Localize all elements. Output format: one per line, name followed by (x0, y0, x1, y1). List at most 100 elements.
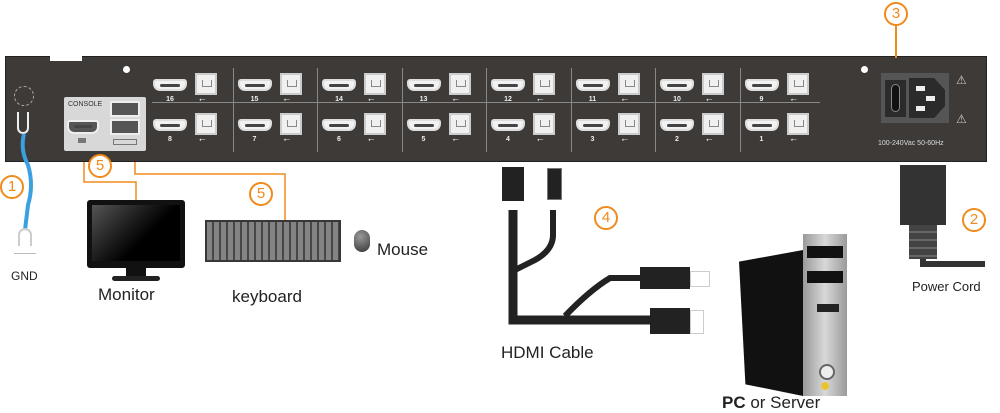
port-group-divider (655, 68, 656, 152)
hdmi-port (237, 119, 272, 131)
port-number: 11 (588, 96, 597, 103)
keyboard-mouse-symbol-icon (113, 139, 137, 145)
monitor-stand (126, 268, 146, 276)
power-switch[interactable] (885, 80, 906, 117)
usb-b-port (533, 113, 555, 135)
power-inlet-module (881, 73, 949, 123)
port-pair-13: 13 ⭠ (404, 70, 488, 106)
port-pair-10: 10 ⭠ (657, 70, 741, 106)
hdmi-port (406, 79, 441, 91)
usb-b-port (195, 73, 217, 95)
mount-hole-right (861, 66, 868, 73)
ground-terminal-icon (17, 112, 29, 134)
keyboard-label: keyboard (232, 287, 302, 306)
port-pair-12: 12⭠ (488, 70, 572, 106)
callout-1: 1 (0, 175, 24, 199)
port-number: 3 (590, 136, 595, 143)
port-number: 16 (166, 96, 174, 103)
usb-symbol-icon: ⭠ (283, 135, 290, 144)
mount-hole-left (123, 66, 130, 73)
pc-label: PC (722, 393, 746, 412)
keyboard-callout-line (134, 162, 286, 220)
power-cord-plug-icon (900, 165, 946, 225)
port-number: 4 (506, 136, 510, 143)
monitor-label: Monitor (98, 285, 155, 304)
port-pair-7: 7⭠ (235, 110, 319, 146)
hdmi-port (237, 79, 272, 91)
port-pair-6: 6⭠ (319, 110, 403, 146)
monitor-icon (87, 200, 185, 268)
ground-screw-icon (14, 86, 34, 106)
power-rating-text: 100-240Vac 50-60Hz (878, 140, 944, 147)
console-port-area: CONSOLE (64, 97, 146, 151)
port-pair-16: 16⭠ (150, 70, 234, 106)
usb-b-port (279, 113, 302, 135)
port-number: 8 (168, 136, 172, 143)
usb-symbol-icon: ⭠ (790, 135, 797, 144)
mouse-icon (354, 230, 370, 252)
hdmi-port (575, 119, 610, 131)
port-pair-8: 8⭠ (150, 110, 234, 146)
usb-symbol-icon: ⭠ (537, 135, 544, 144)
usb-symbol-icon: ⭠ (452, 135, 459, 144)
panel-top-notch (50, 56, 82, 61)
usb-symbol-icon: ⭠ (199, 135, 206, 144)
usb-b-port (533, 73, 555, 95)
hdmi-connector-right (650, 308, 690, 334)
hdmi-port (660, 79, 694, 91)
gnd-label: GND (11, 269, 38, 283)
keyboard-icon (205, 220, 341, 262)
port-number: 10 (673, 96, 681, 103)
kvm-rear-panel (5, 56, 987, 162)
usb-b-port (448, 73, 471, 95)
usb-plug-tip (690, 271, 710, 287)
usb-symbol-icon: ⭠ (621, 95, 628, 104)
mouse-label: Mouse (377, 240, 429, 259)
port-row-divider (152, 102, 820, 103)
port-number: 7 (252, 136, 257, 143)
port-number: 12 (504, 96, 512, 103)
port-number: 13 (419, 96, 428, 103)
console-label: CONSOLE (68, 101, 103, 108)
usb-b-port (195, 113, 217, 135)
usb-b-port (617, 73, 640, 95)
port-group-divider (401, 68, 403, 152)
hdmi-port (660, 119, 694, 131)
ground-wire (20, 133, 33, 231)
hdmi-port (153, 119, 187, 131)
hdmi-connector-top (502, 167, 524, 201)
warning-icon-1: ⚠ (956, 73, 967, 87)
power-cord-label: Power Cord (912, 279, 981, 294)
port-group-divider (570, 68, 572, 152)
port-pair-11: 11 ⭠ (573, 70, 657, 106)
port-number: 14 (335, 96, 343, 103)
console-hdmi-port (67, 120, 99, 134)
hdmi-plug-tip (690, 310, 704, 334)
port-pair-15: 15⭠ (235, 70, 319, 106)
console-usb-port-2 (110, 119, 140, 135)
hdmi-port (744, 119, 779, 131)
usb-symbol-icon: ⭠ (706, 95, 713, 104)
port-number: 9 (759, 96, 764, 103)
or-server-label: or Server (745, 393, 821, 412)
hdmi-cable-usb-out (562, 275, 640, 319)
usb-symbol-icon: ⭠ (621, 135, 628, 144)
usb-symbol-icon: ⭠ (452, 95, 459, 104)
port-number: 1 (759, 136, 764, 143)
hdmi-port (322, 119, 356, 131)
monitor-symbol-icon (78, 138, 86, 143)
hdmi-cable-label: HDMI Cable (501, 343, 594, 362)
power-cord-strain-relief (909, 225, 937, 259)
gnd-line (14, 253, 36, 254)
port-pair-14: 14⭠ (319, 70, 403, 106)
usb-connector-top (547, 168, 562, 200)
usb-b-port (702, 73, 724, 95)
pc-tower-icon (739, 226, 851, 396)
port-pair-5: 5⭠ (404, 110, 488, 146)
usb-b-port (617, 113, 640, 135)
port-group-divider (739, 68, 741, 152)
port-pair-3: 3⭠ (573, 110, 657, 146)
callout-2: 2 (962, 208, 986, 232)
usb-b-port (786, 73, 809, 95)
port-group-divider (486, 68, 487, 152)
